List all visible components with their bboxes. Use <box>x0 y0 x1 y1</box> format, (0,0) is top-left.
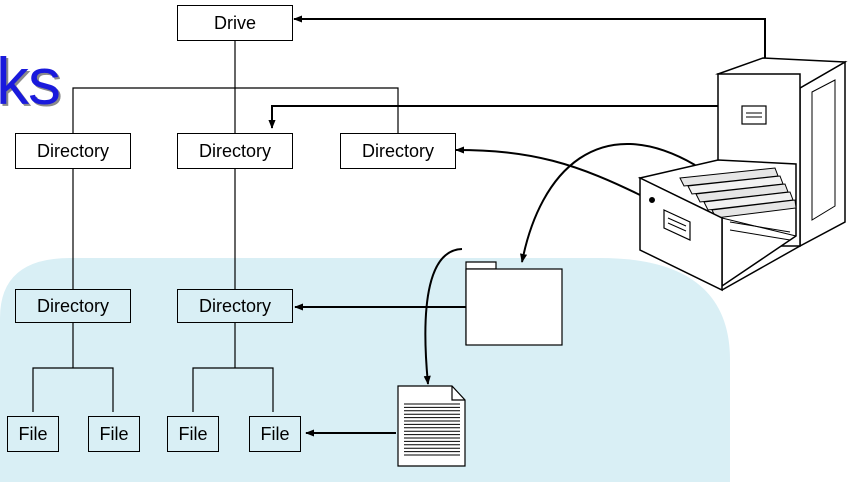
directory-box-top-center: Directory <box>177 133 293 169</box>
file-box-4: File <box>249 416 301 452</box>
file-box-2: File <box>88 416 140 452</box>
file-box-3: File <box>167 416 219 452</box>
directory-box-top-left: Directory <box>15 133 131 169</box>
drive-box: Drive <box>177 5 293 41</box>
directory-box-top-right: Directory <box>340 133 456 169</box>
document-icon <box>397 385 466 467</box>
filing-cabinet-icon <box>637 57 848 292</box>
title-fragment: ks <box>0 44 61 118</box>
directory-box-sub-left: Directory <box>15 289 131 323</box>
folder-icon <box>465 261 563 346</box>
directory-box-sub-center: Directory <box>177 289 293 323</box>
tree-connectors <box>32 41 399 412</box>
file-box-1: File <box>7 416 59 452</box>
